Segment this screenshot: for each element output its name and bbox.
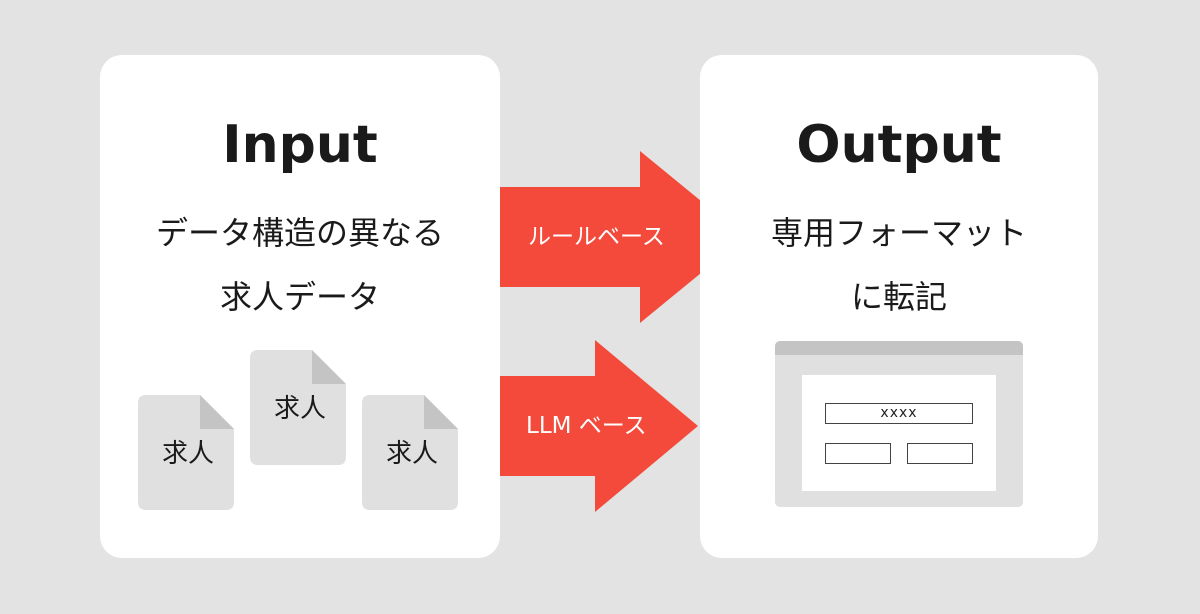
output-subtitle-line2: に転記	[850, 278, 947, 316]
job-document-label: 求人	[273, 394, 326, 424]
input-title: Input	[222, 115, 378, 175]
format-window-icon: xxxx	[775, 341, 1023, 507]
input-panel: Input データ構造の異なる 求人データ 求人 求人 求人	[100, 55, 500, 558]
job-document-icon: 求人	[250, 350, 350, 465]
llm-based-label: LLM ベース	[526, 413, 647, 439]
job-document-icon: 求人	[138, 395, 238, 510]
format-field-right	[907, 443, 973, 464]
job-document-icon: 求人	[362, 395, 462, 510]
input-subtitle-line2: 求人データ	[219, 278, 380, 316]
job-document-label: 求人	[161, 439, 214, 469]
input-subtitle-line1: データ構造の異なる	[155, 214, 444, 252]
output-title: Output	[796, 115, 1002, 175]
output-panel: Output 専用フォーマット に転記 xxxx	[700, 55, 1098, 558]
output-subtitle-line1: 専用フォーマット	[770, 214, 1027, 252]
job-document-label: 求人	[385, 439, 438, 469]
format-field-wide: xxxx	[825, 403, 973, 424]
rule-based-arrow: ルールベース	[500, 151, 745, 323]
rule-based-label: ルールベース	[528, 224, 665, 250]
llm-based-arrow: LLM ベース	[500, 340, 698, 512]
format-field-left	[825, 443, 891, 464]
